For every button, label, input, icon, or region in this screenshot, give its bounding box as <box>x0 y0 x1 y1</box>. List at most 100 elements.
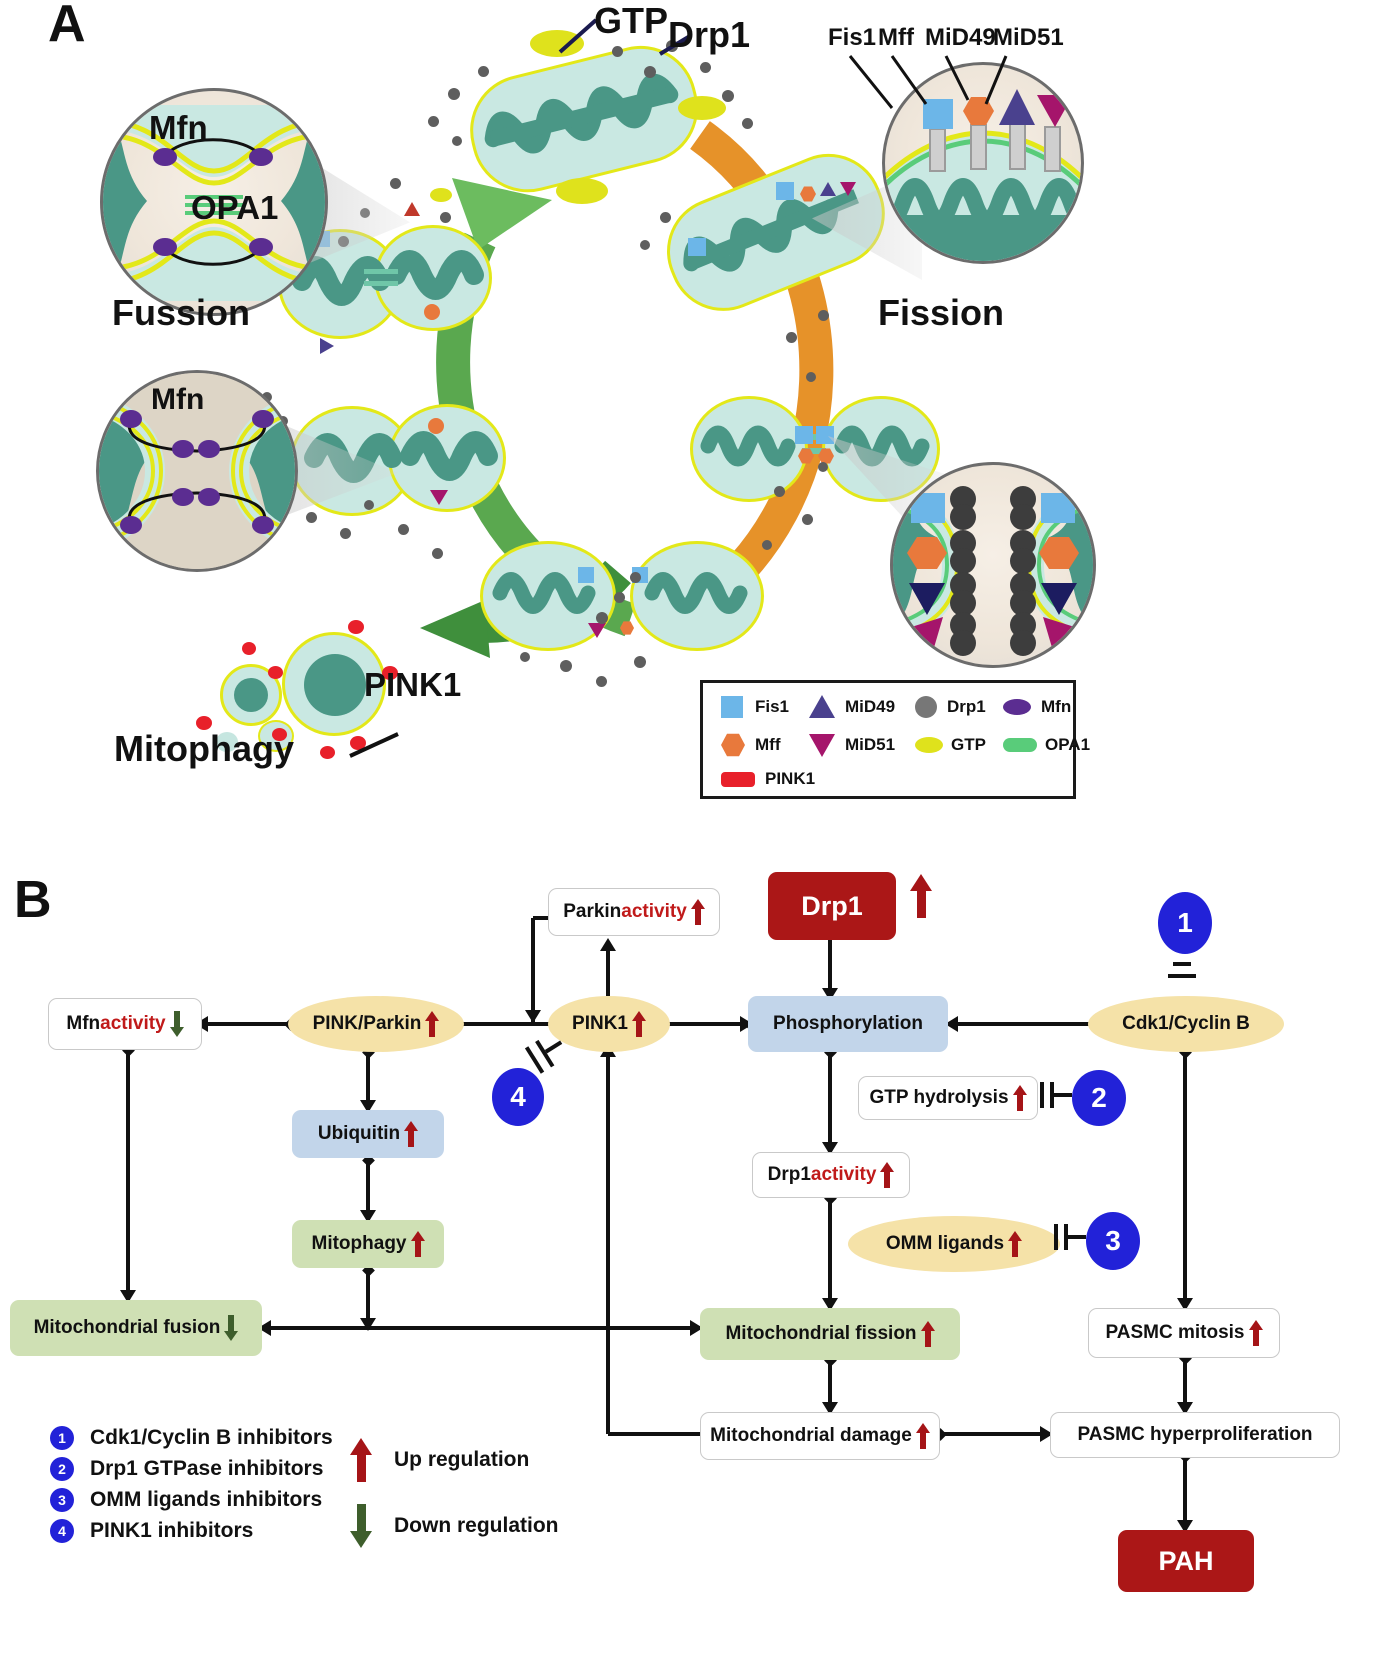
drp1-dot <box>818 462 828 472</box>
node-pink1[interactable]: PINK1 <box>548 996 670 1052</box>
callout-fission-receptors <box>882 62 1084 264</box>
drp1-dot <box>560 660 572 672</box>
arrowhead <box>690 1320 703 1336</box>
node-mitochondrial-damage[interactable]: Mitochondrial damage <box>700 1412 940 1460</box>
panel-a-letter: A <box>48 0 86 53</box>
fis1-marker <box>776 182 794 200</box>
drp1-dot <box>818 310 829 321</box>
down-regulation-label: Down regulation <box>394 1514 559 1537</box>
up-arrow-icon <box>1012 1085 1027 1111</box>
node-parkin-activity[interactable]: Parkin activity <box>548 888 720 936</box>
node-emph: activity <box>810 1164 877 1186</box>
node-mfn-activity[interactable]: Mfn activity <box>48 998 202 1050</box>
marker <box>404 202 420 216</box>
opa1-label: OPA1 <box>191 189 279 226</box>
mid49-marker <box>320 338 334 354</box>
mitochondrion-right <box>650 137 905 333</box>
node-pasmc-hyperproliferation[interactable]: PASMC hyperproliferation <box>1050 1412 1340 1458</box>
node-drp1[interactable]: Drp1 <box>768 872 896 940</box>
fis1-square-icon <box>721 695 743 718</box>
node-mitochondrial-fusion[interactable]: Mitochondrial fusion <box>10 1300 262 1356</box>
drp1-dot <box>520 652 530 662</box>
regulation-down: Down regulation <box>350 1504 559 1548</box>
mfn-ellipse-icon <box>1003 698 1031 715</box>
panel-a-legend: Fis1 MiD49 Drp1 Mfn Mff MiD51 <box>700 680 1090 799</box>
key-label-2: Drp1 GTPase inhibitors <box>90 1457 324 1480</box>
node-pah[interactable]: PAH <box>1118 1530 1254 1592</box>
legend-item-gtp: GTP <box>915 735 1003 755</box>
panel-b: B <box>0 830 1400 1655</box>
drp1-label: Drp1 <box>668 14 751 55</box>
node-mitophagy[interactable]: Mitophagy <box>292 1220 444 1268</box>
key-item-1: 1 Cdk1/Cyclin B inhibitors <box>50 1426 333 1450</box>
legend-item-mid51: MiD51 <box>809 733 915 757</box>
node-label: Parkin <box>563 901 622 923</box>
node-label: Mitochondrial fission <box>725 1323 917 1345</box>
key-badge-4: 4 <box>50 1519 74 1543</box>
badge-2[interactable]: 2 <box>1072 1070 1126 1126</box>
node-pink-parkin[interactable]: PINK/Parkin <box>288 996 464 1052</box>
pink1-leader <box>349 732 399 758</box>
legend-item-fis1: Fis1 <box>721 695 809 718</box>
node-drp1-activity[interactable]: Drp1 activity <box>752 1152 910 1198</box>
drp1-dot <box>440 212 451 223</box>
mitophagy-label: Mitophagy <box>114 728 294 769</box>
drp1-dot <box>644 66 656 78</box>
node-cdk1-cyclinb[interactable]: Cdk1/Cyclin B <box>1088 996 1284 1052</box>
drp1-dot <box>742 118 753 129</box>
down-arrow-icon <box>169 1011 184 1037</box>
drp1-dot <box>806 372 816 382</box>
inhibit-bar-2 <box>1040 1082 1074 1116</box>
node-gtp-hydrolysis[interactable]: GTP hydrolysis <box>858 1076 1038 1120</box>
badge-3[interactable]: 3 <box>1086 1212 1140 1270</box>
key-item-3: 3 OMM ligands inhibitors <box>50 1488 333 1512</box>
badge-4[interactable]: 4 <box>492 1068 544 1126</box>
receptor-leader-lines <box>848 55 1008 109</box>
arrowhead <box>1177 1402 1193 1415</box>
badge-1[interactable]: 1 <box>1158 892 1212 954</box>
node-label: Mitophagy <box>311 1233 407 1255</box>
up-regulation-label: Up regulation <box>394 1448 530 1471</box>
arrowhead <box>822 1298 838 1311</box>
arrowhead <box>360 1318 376 1331</box>
drp1-dot <box>432 548 443 559</box>
node-label: Mitochondrial damage <box>710 1425 912 1447</box>
up-arrow-icon <box>404 1121 419 1147</box>
key-badge-2: 2 <box>50 1457 74 1481</box>
node-label: Mfn <box>66 1013 101 1035</box>
arrowhead <box>1177 1520 1193 1533</box>
down-regulation-arrow-icon <box>350 1504 372 1548</box>
mff-marker <box>424 304 440 320</box>
up-regulation-arrow-icon <box>350 1438 372 1482</box>
drp1-dot <box>722 90 734 102</box>
drp1-dot <box>634 656 646 668</box>
drp1-up-arrow <box>910 874 932 918</box>
arrowhead <box>1177 1298 1193 1311</box>
node-mitochondrial-fission[interactable]: Mitochondrial fission <box>700 1308 960 1360</box>
key-label-3: OMM ligands inhibitors <box>90 1488 323 1511</box>
node-phosphorylation[interactable]: Phosphorylation <box>748 996 948 1052</box>
arrowhead <box>360 1210 376 1223</box>
node-omm-ligands[interactable]: OMM ligands <box>848 1216 1060 1272</box>
gtp-blob <box>678 96 726 120</box>
node-label: Phosphorylation <box>773 1013 923 1035</box>
drp1-dot <box>630 572 641 583</box>
drp1-dot <box>786 332 797 343</box>
inhibit-bar-3 <box>1054 1224 1088 1258</box>
inhibit-bar-1 <box>1168 958 1202 992</box>
node-label: GTP hydrolysis <box>869 1087 1009 1109</box>
drp1-circle-icon <box>915 695 937 718</box>
callout-drp1-ring <box>890 462 1096 668</box>
inhibitor-key-list: 1 Cdk1/Cyclin B inhibitors 2 Drp1 GTPase… <box>50 1426 333 1550</box>
key-item-2: 2 Drp1 GTPase inhibitors <box>50 1457 333 1481</box>
mitochondrion-top <box>458 34 711 211</box>
drp1-dot <box>478 66 489 77</box>
gtp-blob <box>430 188 452 202</box>
node-ubiquitin[interactable]: Ubiquitin <box>292 1110 444 1158</box>
up-arrow-icon <box>920 1321 935 1347</box>
drp1-dot <box>448 88 460 100</box>
key-badge-1: 1 <box>50 1426 74 1450</box>
node-label: Drp1 <box>801 890 863 921</box>
node-pasmc-mitosis[interactable]: PASMC mitosis <box>1088 1308 1280 1358</box>
legend-item-pink1: PINK1 <box>721 769 815 789</box>
